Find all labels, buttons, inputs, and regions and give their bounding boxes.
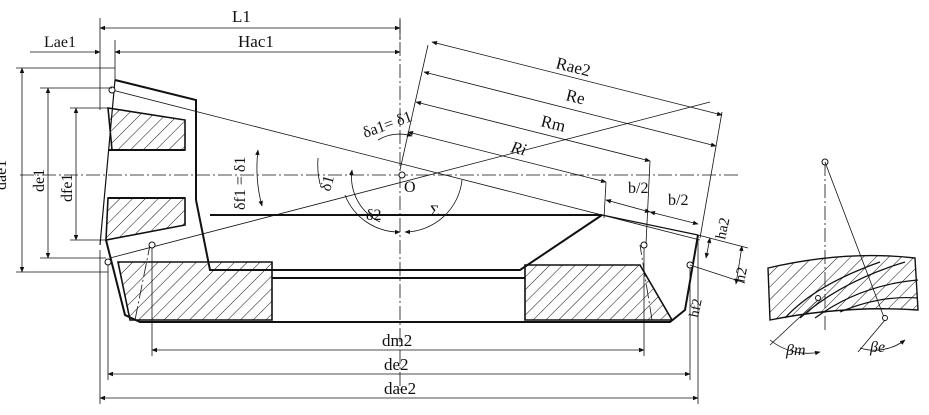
dm2-right-centerline [639,244,653,321]
delta-f1-label: δf1 = δ1 [232,157,249,210]
pinion-upper-section [107,107,186,151]
delta1-label: δ1 [317,174,337,193]
delta-a1-label: δa1= δ1 [361,108,415,141]
gear2-body [105,199,699,323]
pinion-lower-section [105,197,186,241]
tooth-height-dimensions: ha2 h2 hf2 [687,216,751,319]
pinion-upper-profile [114,79,197,200]
point-c [148,241,156,249]
bottom-dimensions: dm2 de2 dae2 [99,240,699,404]
beta-e-label: βe [869,339,885,356]
hf2-label: hf2 [687,297,706,318]
Re-label: Re [564,85,587,108]
Lae1-label: Lae1 [44,34,76,51]
Rm-label: Rm [539,111,567,135]
de1-label: de1 [31,169,48,192]
gear2-right-section [524,264,674,321]
Rm-dim-line [415,101,651,162]
Re-dim-line [423,71,717,147]
gear2-outer-profile [105,234,699,323]
Ri-label: Ri [508,137,528,159]
delta2-label: δ2 [366,207,382,224]
pinion-body [99,79,197,246]
de2-label: de2 [384,355,409,374]
pitch-cone-line [111,89,701,241]
spiral-tooth-inset: βm βe [767,158,919,359]
b-half-2-label: b/2 [668,192,688,209]
apex-point [398,171,406,179]
radial-dimensions: Rae2 Re Rm Ri b/2 b/2 [399,41,723,245]
b-half-1-label: b/2 [628,180,648,197]
beta-m-label: βm [785,342,806,359]
ha2-label: ha2 [713,216,733,241]
dae2-label: dae2 [384,379,416,398]
point-b [104,258,112,266]
Ri-dim-line [407,131,607,183]
dfe1-label: dfe1 [59,174,76,202]
dae1-label: dae1 [0,160,10,190]
left-dimensions: dae1 de1 dfe1 [0,67,115,273]
Hac1-label: Hac1 [238,32,274,51]
point-a [108,86,116,94]
gear2-left-section [117,261,273,321]
Rae2-label: Rae2 [554,53,592,80]
h2-label: h2 [732,266,751,284]
pinion-back-cone [99,79,116,246]
sigma-label: Σ [430,203,439,220]
dm2-label: dm2 [382,331,412,350]
top-dimensions: L1 Lae1 Hac1 [30,7,401,110]
gear2-tooth-face [601,214,699,236]
gear2-inner-profile [195,199,603,271]
L1-label: L1 [232,7,251,26]
origin-label: O [404,179,416,196]
dm2-left-centerline [134,244,151,321]
